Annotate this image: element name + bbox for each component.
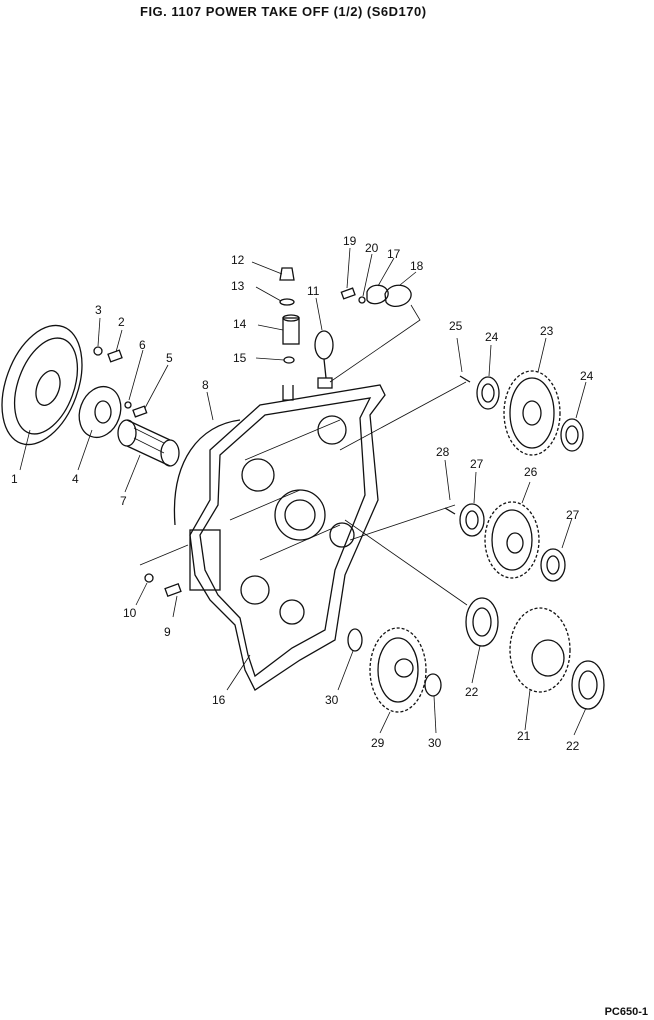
callout-11: 11 bbox=[307, 284, 320, 298]
part-7-shaft bbox=[117, 419, 180, 467]
callout-27-left: 27 bbox=[470, 457, 484, 471]
callout-13: 13 bbox=[231, 279, 245, 293]
callout-17: 17 bbox=[387, 247, 401, 261]
page-code: PC650-1 bbox=[604, 1006, 648, 1018]
part-16-housing bbox=[189, 384, 386, 691]
callout-29: 29 bbox=[371, 736, 385, 750]
callout-14: 14 bbox=[233, 317, 247, 331]
callout-12: 12 bbox=[231, 253, 245, 267]
leader-lines bbox=[19, 247, 587, 736]
callout-23: 23 bbox=[540, 324, 554, 338]
callout-24-right: 24 bbox=[580, 369, 594, 383]
part-8-o-ring bbox=[173, 419, 241, 526]
gear-29-assembly bbox=[347, 627, 442, 713]
callout-2: 2 bbox=[118, 315, 125, 329]
callout-20: 20 bbox=[365, 241, 379, 255]
callout-18: 18 bbox=[410, 259, 424, 273]
callout-30-right: 30 bbox=[428, 736, 442, 750]
callout-19: 19 bbox=[343, 234, 357, 248]
callout-1: 1 bbox=[11, 472, 18, 486]
callout-21: 21 bbox=[517, 729, 531, 743]
bolt-9-washer-10 bbox=[144, 573, 182, 597]
callout-16: 16 bbox=[212, 693, 226, 707]
small-bolts bbox=[93, 346, 148, 418]
callout-8: 8 bbox=[202, 378, 209, 392]
breather-stack bbox=[279, 267, 300, 401]
callout-22-lower: 22 bbox=[566, 739, 580, 753]
callout-27-right: 27 bbox=[566, 508, 580, 522]
callout-10: 10 bbox=[123, 606, 137, 620]
gear-23-assembly bbox=[459, 370, 584, 456]
gear-21-assembly bbox=[465, 597, 605, 710]
callout-30-left: 30 bbox=[325, 693, 339, 707]
callout-3: 3 bbox=[95, 303, 102, 317]
part-1-plate bbox=[1, 324, 83, 446]
part-4-hub bbox=[78, 385, 122, 439]
figure-title: FIG. 1107 POWER TAKE OFF (1/2) (S6D170) bbox=[140, 4, 427, 19]
callout-24-left: 24 bbox=[485, 330, 499, 344]
callout-5: 5 bbox=[166, 351, 173, 365]
callout-28: 28 bbox=[436, 445, 450, 459]
callout-26: 26 bbox=[524, 465, 538, 479]
callout-25: 25 bbox=[449, 319, 463, 333]
cover-group bbox=[340, 284, 412, 307]
callout-22-upper: 22 bbox=[465, 685, 479, 699]
callout-9: 9 bbox=[164, 625, 171, 639]
callout-labels: 1 2 3 4 5 6 7 8 9 10 11 12 13 14 15 16 1… bbox=[11, 234, 594, 753]
callout-4: 4 bbox=[72, 472, 79, 486]
callout-7: 7 bbox=[120, 494, 127, 508]
callout-6: 6 bbox=[139, 338, 146, 352]
part-11-gauge bbox=[314, 330, 334, 389]
gear-26-assembly bbox=[444, 501, 566, 582]
callout-15: 15 bbox=[233, 351, 247, 365]
